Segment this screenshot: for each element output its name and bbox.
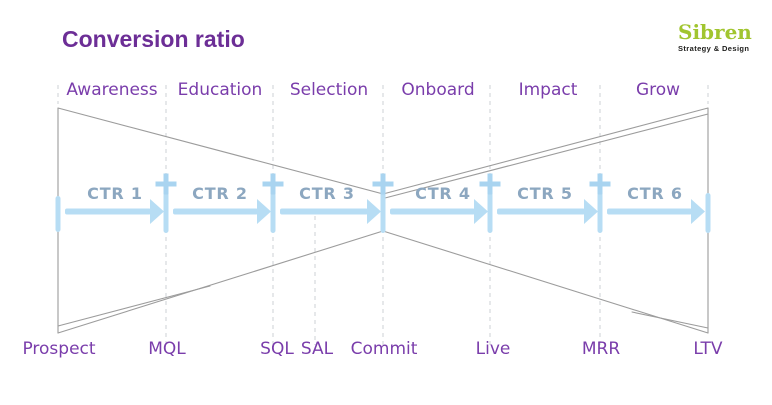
funnel-top-left-slant	[57, 107, 384, 195]
ctr-arrow-2	[173, 199, 271, 224]
milestone-label-live: Live	[475, 339, 511, 359]
company-logo: Sibren Strategy & Design	[678, 22, 758, 53]
ctr-label-5: CTR 5	[517, 184, 573, 203]
tick-sql	[270, 193, 276, 233]
ctr-arrow-3	[280, 199, 381, 224]
ctr-label-6: CTR 6	[627, 184, 683, 203]
boundary-ticks	[55, 186, 711, 233]
ctr-label-1: CTR 1	[87, 184, 143, 203]
funnel-bottom-left-fold	[57, 285, 211, 327]
ctr-arrow-6	[607, 199, 705, 224]
arrow-shaft	[280, 208, 368, 215]
stage-label-impact: Impact	[518, 80, 578, 100]
ctr-arrow-4	[390, 199, 488, 224]
arrow-head	[584, 199, 598, 224]
arrow-shaft	[173, 208, 258, 215]
stage-label-awareness: Awareness	[66, 80, 158, 100]
tick-mrr	[597, 193, 603, 233]
logo-name: Sibren	[678, 20, 752, 44]
logo-tagline: Strategy & Design	[678, 44, 750, 53]
page-title: Conversion ratio	[62, 26, 245, 52]
arrow-head	[150, 199, 164, 224]
tick-mql	[163, 193, 169, 233]
milestone-label-commit: Commit	[350, 339, 418, 359]
funnel-bottom-left-slant	[57, 230, 384, 334]
funnel-bottom-right-slant	[382, 230, 709, 334]
tick-commit	[380, 186, 386, 233]
milestone-label-mrr: MRR	[581, 339, 621, 359]
stage-label-onboard: Onboard	[401, 80, 475, 100]
ctr-arrow-5	[497, 199, 598, 224]
tick-live	[487, 193, 493, 233]
milestone-label-sql: SQL	[260, 339, 294, 359]
arrow-shaft	[497, 208, 585, 215]
plus-icon	[372, 173, 394, 195]
tick-prospect	[55, 196, 61, 232]
arrow-shaft	[390, 208, 475, 215]
stage-label-selection: Selection	[289, 80, 369, 100]
milestone-label-sal: SAL	[300, 339, 334, 359]
ctr-arrows	[65, 199, 705, 224]
plus-icon	[262, 173, 284, 195]
arrow-head	[474, 199, 488, 224]
plus-icon	[155, 173, 177, 195]
arrow-shaft	[65, 208, 151, 215]
milestone-label-ltv: LTV	[693, 339, 723, 359]
ctr-label-2: CTR 2	[192, 184, 248, 203]
ctr-label-3: CTR 3	[299, 184, 355, 203]
stage-label-education: Education	[177, 80, 263, 100]
funnel-top-right-slant	[382, 107, 709, 195]
tick-ltv	[705, 193, 711, 233]
funnel-top-right-fold	[384, 113, 709, 199]
ctr-arrow-1	[65, 199, 164, 224]
arrow-head	[257, 199, 271, 224]
arrow-head	[367, 199, 381, 224]
plus-icons	[155, 173, 611, 195]
milestone-label-mql: MQL	[148, 339, 186, 359]
arrow-shaft	[607, 208, 692, 215]
plus-icon	[479, 173, 501, 195]
funnel-bottom-right-fold	[631, 311, 709, 329]
arrow-head	[691, 199, 705, 224]
ctr-label-4: CTR 4	[415, 184, 471, 203]
milestone-label-prospect: Prospect	[22, 339, 96, 359]
plus-icon	[589, 173, 611, 195]
stage-label-grow: Grow	[635, 80, 681, 100]
